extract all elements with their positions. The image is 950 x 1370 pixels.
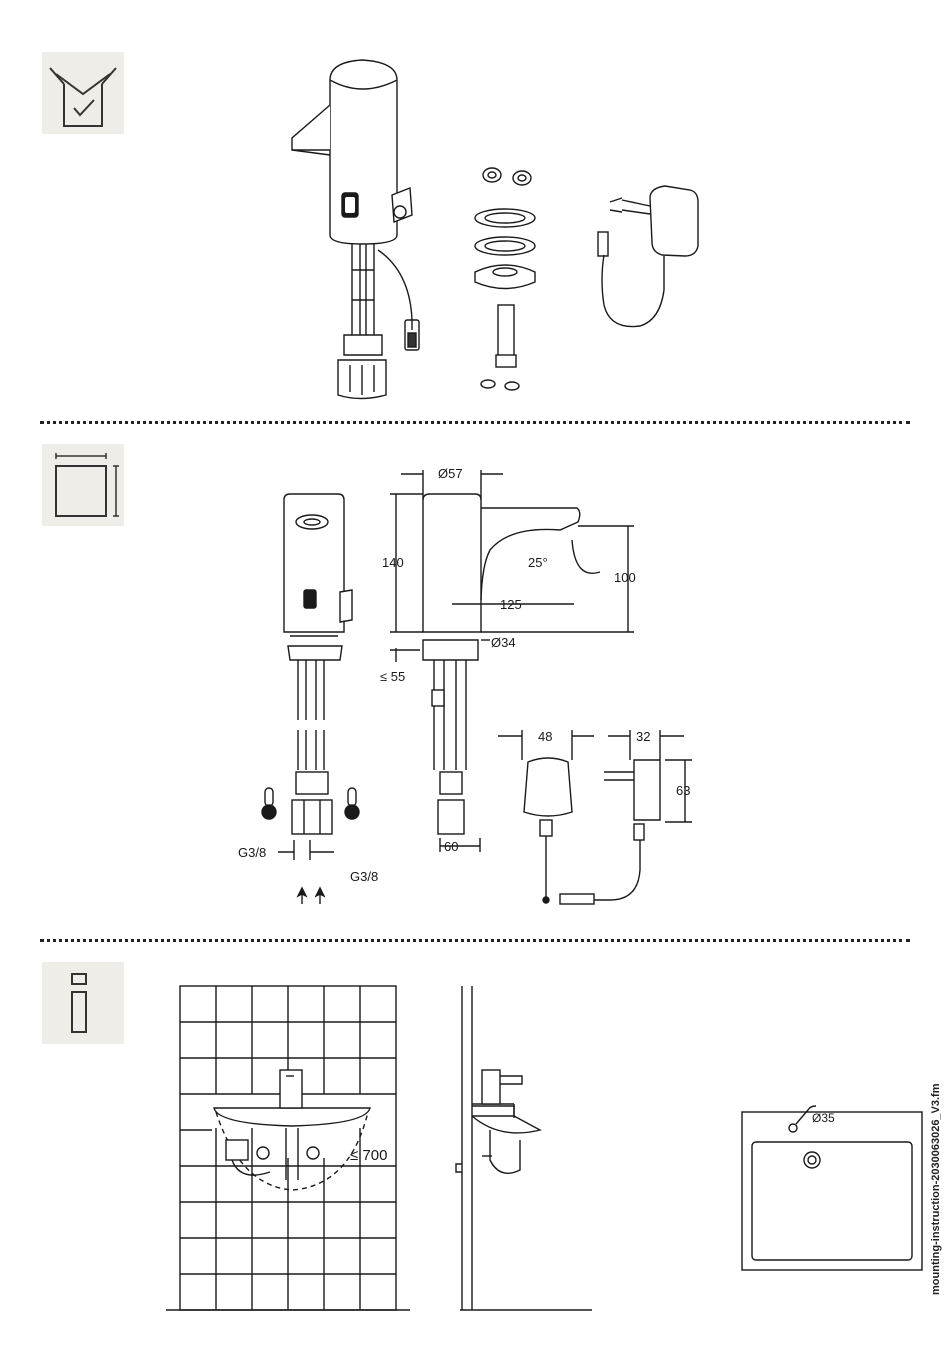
document-filename: mounting-instruction-2030063026_V3.fm <box>930 1083 942 1295</box>
arrow-up-icon <box>316 888 324 904</box>
dim-width-60: 60 <box>444 839 458 854</box>
dim-thread-left: G3/8 <box>238 845 266 860</box>
electronics-illustrations <box>524 758 660 904</box>
dim-height-100: 100 <box>614 570 636 585</box>
dim-height-140: 140 <box>382 555 404 570</box>
basin-top-view <box>742 1106 922 1270</box>
dim-diameter-34: Ø34 <box>491 635 516 650</box>
dim-height-63: 63 <box>676 783 690 798</box>
faucet-illustration <box>292 60 419 399</box>
install-max-700: ≤ 700 <box>350 1147 387 1164</box>
wall-side-view <box>456 986 592 1310</box>
dim-width-32: 32 <box>636 729 650 744</box>
power-supply-illustration <box>598 186 698 327</box>
arrow-up-icon <box>298 888 306 904</box>
dim-length-125: 125 <box>500 597 522 612</box>
fixing-set-illustration <box>475 168 535 390</box>
dim-max-55: ≤ 55 <box>380 669 405 684</box>
dim-diameter-57: Ø57 <box>438 466 463 481</box>
faucet-front-view <box>284 494 352 834</box>
install-diameter-35: Ø35 <box>812 1111 835 1125</box>
dim-width-48: 48 <box>538 729 552 744</box>
dim-thread-right: G3/8 <box>350 869 378 884</box>
dim-angle-25: 25° <box>528 555 548 570</box>
